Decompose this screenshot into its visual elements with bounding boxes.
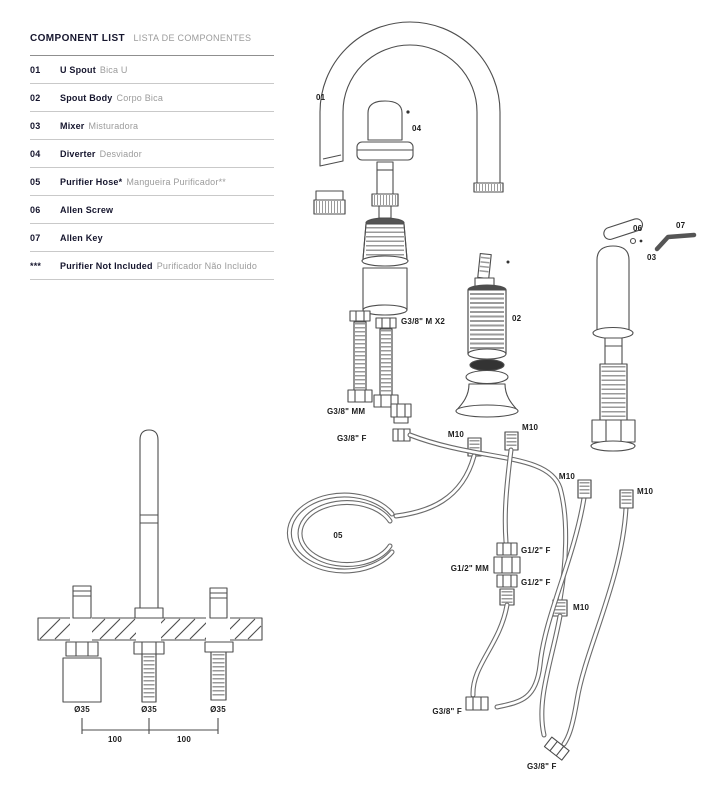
component-list: COMPONENT LIST LISTA DE COMPONENTES 01 U… xyxy=(30,28,274,280)
braided-hoses-drawing xyxy=(347,310,399,408)
label-hole-diameter-3: Ø35 xyxy=(210,705,226,714)
diverter-assembly-drawing xyxy=(356,100,414,219)
component-num: 01 xyxy=(30,65,41,75)
label-spacing-2: 100 xyxy=(177,735,191,744)
label-thread-g38mm: G3/8" MM xyxy=(327,407,365,416)
component-name-en: Allen Screw xyxy=(60,205,114,215)
m10-crimps-right-drawing xyxy=(577,479,634,509)
label-thread-g38f-2: G3/8" F xyxy=(432,707,462,716)
label-thread-g12f-2: G1/2" F xyxy=(521,578,551,587)
label-part-01: 01 xyxy=(316,93,326,102)
u-spout-drawing xyxy=(319,21,504,193)
label-thread-g38f-3: G3/8" F xyxy=(527,762,557,771)
component-num: 07 xyxy=(30,233,41,243)
bottom-fittings-drawing xyxy=(465,696,570,761)
component-name-pt: Bica U xyxy=(99,65,128,75)
g38-fittings-drawing xyxy=(390,403,412,442)
component-name-en: Purifier Hose* xyxy=(60,177,123,187)
component-list-header: COMPONENT LIST LISTA DE COMPONENTES xyxy=(30,28,274,56)
component-row-03: 03 Mixer Misturadora xyxy=(30,112,274,140)
label-thread-g12mm: G1/2" MM xyxy=(451,564,489,573)
component-name-pt: Corpo Bica xyxy=(116,93,164,103)
component-row-note: *** Purifier Not Included Purificador Nã… xyxy=(30,252,274,280)
label-part-04: 04 xyxy=(412,124,422,133)
label-m10-3: M10 xyxy=(573,603,590,612)
component-num: 06 xyxy=(30,205,41,215)
label-part-07: 07 xyxy=(676,221,686,230)
component-num: 02 xyxy=(30,93,41,103)
component-name-pt: Mangueira Purificador** xyxy=(126,177,226,187)
label-thread-g38mx2: G3/8" M X2 xyxy=(401,317,445,326)
component-name-pt: Misturadora xyxy=(88,121,139,131)
component-name-en: Mixer xyxy=(60,121,85,131)
label-hole-diameter-1: Ø35 xyxy=(74,705,90,714)
component-name-en: Spout Body xyxy=(60,93,113,103)
component-row-05: 05 Purifier Hose* Mangueira Purificador*… xyxy=(30,168,274,196)
component-row-02: 02 Spout Body Corpo Bica xyxy=(30,84,274,112)
component-name-pt: Desviador xyxy=(99,149,142,159)
label-thread-g12f-1: G1/2" F xyxy=(521,546,551,555)
spout-connector-drawing xyxy=(361,217,409,316)
component-name-en: U Spout xyxy=(60,65,96,75)
label-spacing-1: 100 xyxy=(108,735,122,744)
component-num: 03 xyxy=(30,121,41,131)
g12-fitting-chain-drawing xyxy=(493,542,521,606)
component-num: 05 xyxy=(30,177,41,187)
component-num: *** xyxy=(30,261,42,271)
lower-hoses-drawing xyxy=(470,495,629,747)
label-part-03: 03 xyxy=(647,253,657,262)
label-part-02: 02 xyxy=(512,314,522,323)
component-list-title-pt: LISTA DE COMPONENTES xyxy=(133,33,252,43)
component-num: 04 xyxy=(30,149,41,159)
component-name-pt: Purificador Não Incluido xyxy=(156,261,258,271)
aerator-part-drawing xyxy=(313,190,346,215)
label-hole-diameter-2: Ø35 xyxy=(141,705,157,714)
component-row-04: 04 Diverter Desviador xyxy=(30,140,274,168)
flex-hoses-center-drawing xyxy=(393,432,569,603)
label-part-06: 06 xyxy=(633,224,643,233)
label-thread-g38f-1: G3/8" F xyxy=(337,434,367,443)
component-name-en: Purifier Not Included xyxy=(60,261,153,271)
component-row-01: 01 U Spout Bica U xyxy=(30,56,274,84)
label-m10-5: M10 xyxy=(637,487,654,496)
component-row-07: 07 Allen Key xyxy=(30,224,274,252)
component-name-en: Diverter xyxy=(60,149,96,159)
label-m10-4: M10 xyxy=(559,472,576,481)
label-part-05: 05 xyxy=(333,531,343,540)
purifier-hose-coil-drawing xyxy=(286,492,395,574)
spout-body-drawing xyxy=(455,252,519,418)
component-name-en: Allen Key xyxy=(60,233,103,243)
component-list-title-en: COMPONENT LIST xyxy=(30,33,126,44)
installation-view-drawing xyxy=(37,429,263,734)
label-m10-1: M10 xyxy=(448,430,465,439)
mixer-assembly-drawing xyxy=(590,218,697,452)
component-row-06: 06 Allen Screw xyxy=(30,196,274,224)
label-m10-2: M10 xyxy=(522,423,539,432)
